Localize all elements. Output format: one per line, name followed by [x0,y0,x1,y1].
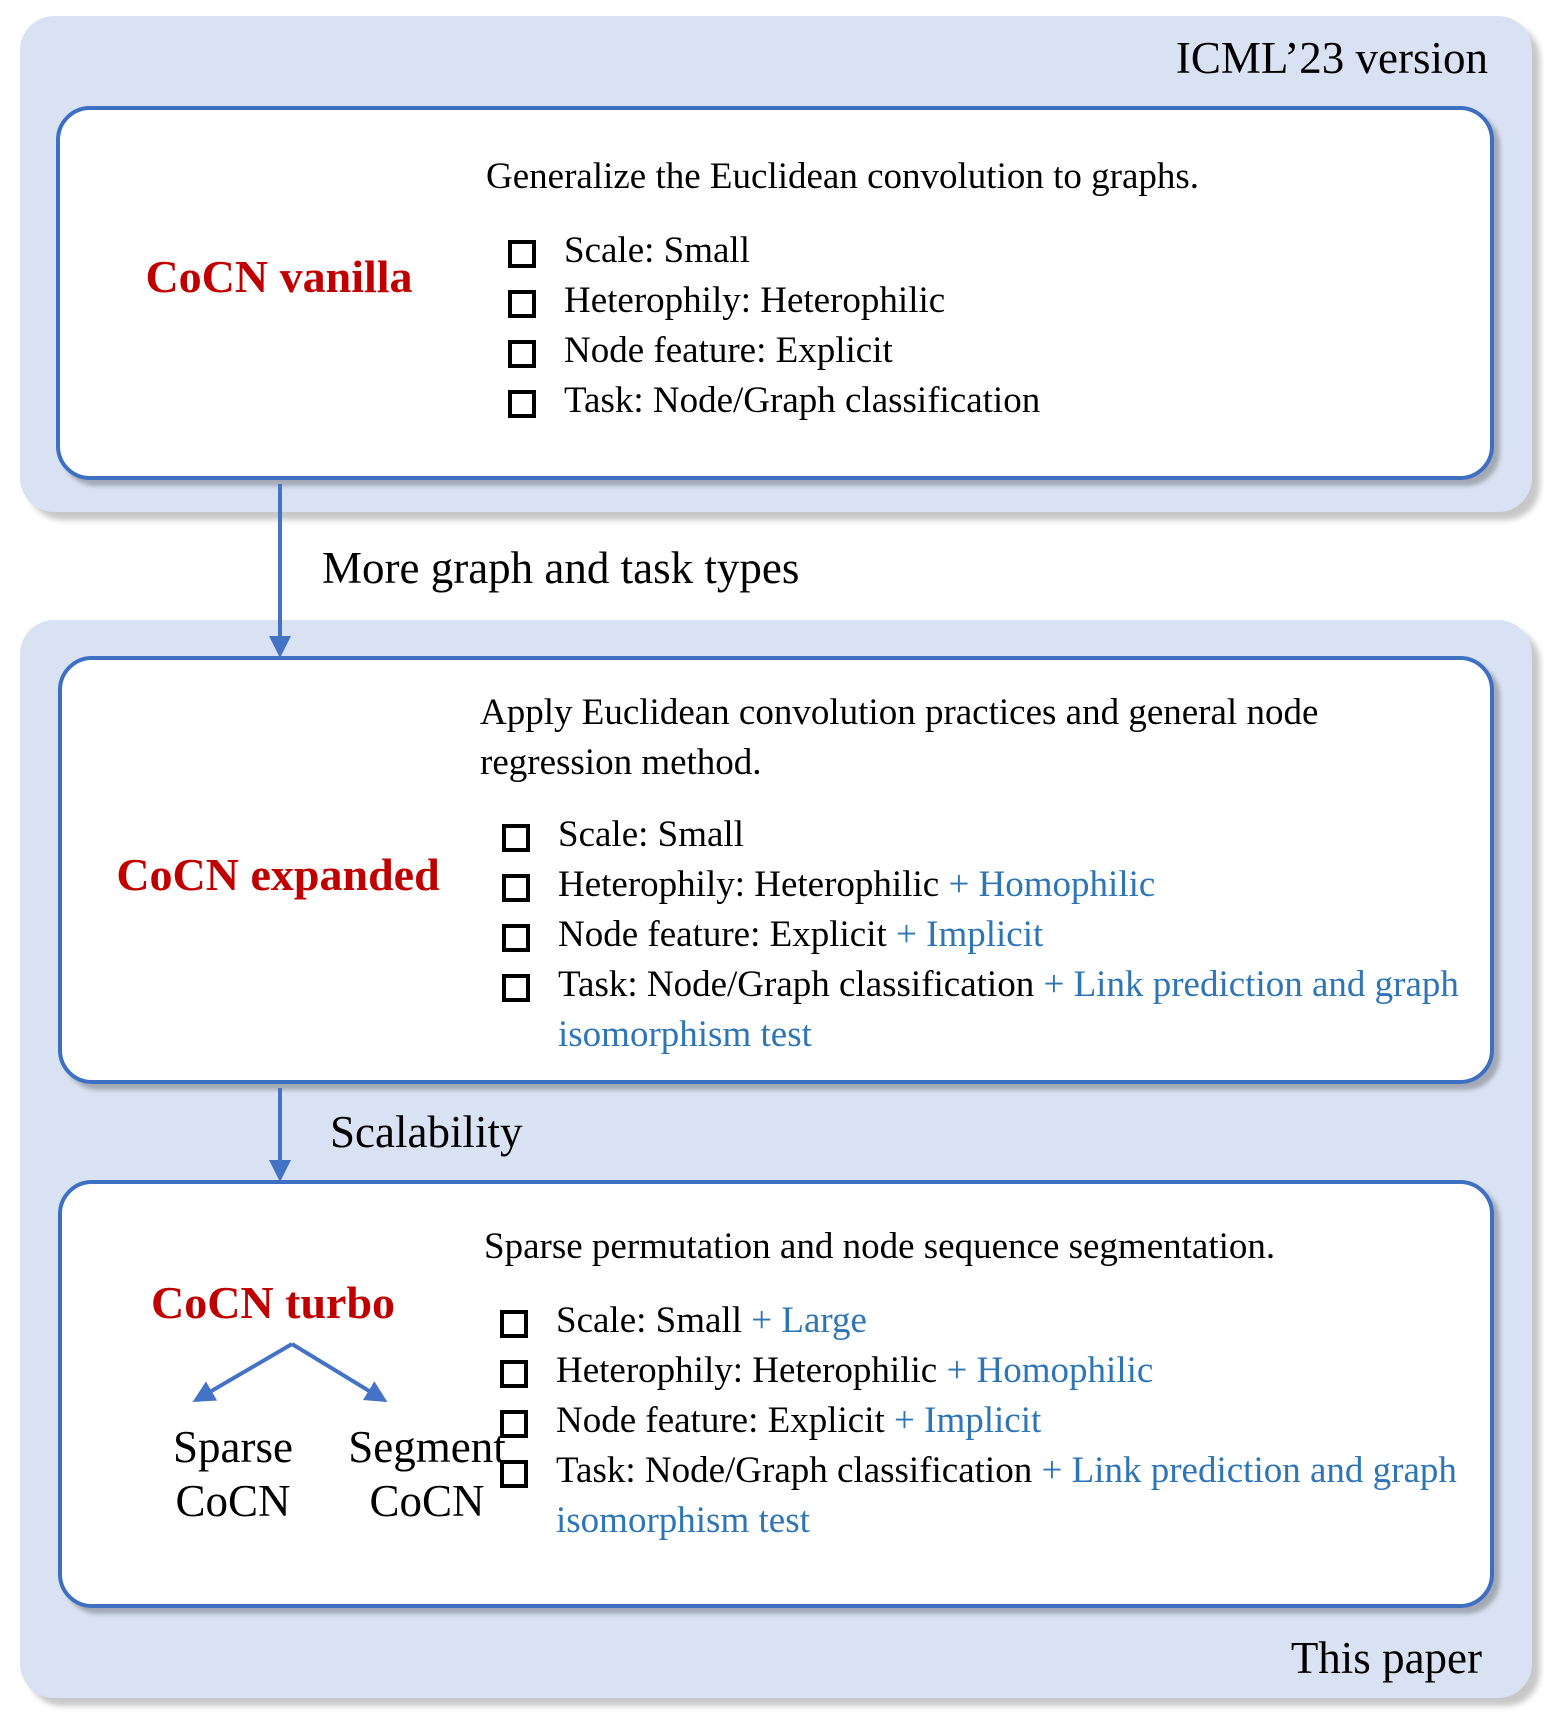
feature-base: Node feature: Explicit [564,330,893,371]
vanilla-feature-task: Task: Node/Graph classification [508,376,1468,426]
segment-cocn-variant: Segment CoCN [322,1420,532,1528]
vanilla-description: Generalize the Euclidean convolution to … [486,156,1200,197]
feature-addition: + Homophilic [948,864,1156,905]
feature-base: Scale: Small [558,814,744,855]
feature-addition: + Link prediction and graph isomorphism … [556,1450,1457,1541]
checkbox-icon [500,1410,528,1438]
variant-line: Sparse [173,1422,293,1472]
arrow-turbo-to-segment [290,1342,388,1403]
feature-base: Node feature: Explicit [556,1400,885,1441]
transition-more-types-label: More graph and task types [322,543,800,593]
cocn-vanilla-card: CoCN vanilla Generalize the Euclidean co… [56,106,1494,480]
checkbox-icon [500,1360,528,1388]
feature-addition: + Homophilic [946,1350,1154,1391]
turbo-feature-task: Task: Node/Graph classification + Link p… [500,1446,1460,1546]
sparse-cocn-variant: Sparse CoCN [128,1420,338,1528]
variant-line: CoCN [369,1476,485,1526]
cocn-turbo-card: CoCN turbo Sparse CoCN Segment CoCN Spar… [58,1180,1494,1608]
turbo-description: Sparse permutation and node sequence seg… [484,1226,1276,1267]
feature-base: Heterophily: Heterophilic [558,864,940,905]
checkbox-icon [508,390,536,418]
checkbox-icon [502,974,530,1002]
feature-base: Heterophily: Heterophilic [564,280,946,321]
transition-scalability-label: Scalability [330,1107,523,1157]
feature-base: Task: Node/Graph classification [558,964,1035,1005]
checkbox-icon [500,1460,528,1488]
turbo-feature-heterophily: Heterophily: Heterophilic + Homophilic [500,1346,1460,1396]
feature-base: Scale: Small [564,230,750,271]
variant-line: Segment [348,1422,506,1472]
feature-base: Task: Node/Graph classification [564,380,1041,421]
feature-addition: + Link prediction and graph isomorphism … [558,964,1459,1055]
expanded-feature-task: Task: Node/Graph classification + Link p… [502,960,1462,1060]
vanilla-feature-heterophily: Heterophily: Heterophilic [508,276,1468,326]
cocn-vanilla-title: CoCN vanilla [145,251,413,302]
arrow-turbo-to-sparse [192,1342,294,1403]
checkbox-icon [502,874,530,902]
feature-addition: + Implicit [896,914,1044,955]
vanilla-feature-scale: Scale: Small [508,226,1468,276]
expanded-description: Apply Euclidean convolution practices an… [480,692,1319,783]
icml-version-label: ICML’23 version [1175,33,1488,83]
variant-line: CoCN [175,1476,291,1526]
this-paper-label: This paper [1290,1633,1482,1683]
turbo-feature-node: Node feature: Explicit + Implicit [500,1396,1460,1446]
checkbox-icon [502,824,530,852]
checkbox-icon [500,1310,528,1338]
checkbox-icon [508,340,536,368]
feature-addition: + Implicit [894,1400,1042,1441]
vanilla-feature-node: Node feature: Explicit [508,326,1468,376]
checkbox-icon [508,290,536,318]
expanded-feature-node: Node feature: Explicit + Implicit [502,910,1462,960]
expanded-feature-list: Scale: Small Heterophily: Heterophilic +… [502,810,1462,1060]
cocn-expanded-title: CoCN expanded [116,849,440,900]
feature-base: Heterophily: Heterophilic [556,1350,938,1391]
feature-base: Scale: Small [556,1300,742,1341]
turbo-feature-list: Scale: Small + Large Heterophily: Hetero… [500,1296,1460,1546]
expanded-feature-heterophily: Heterophily: Heterophilic + Homophilic [502,860,1462,910]
feature-base: Task: Node/Graph classification [556,1450,1033,1491]
cocn-expanded-card: CoCN expanded Apply Euclidean convolutio… [58,656,1494,1084]
cocn-turbo-title: CoCN turbo [150,1277,396,1328]
checkbox-icon [508,240,536,268]
turbo-feature-scale: Scale: Small + Large [500,1296,1460,1346]
expanded-feature-scale: Scale: Small [502,810,1462,860]
vanilla-feature-list: Scale: Small Heterophily: Heterophilic N… [508,226,1468,426]
checkbox-icon [502,924,530,952]
feature-addition: + Large [751,1300,867,1341]
feature-base: Node feature: Explicit [558,914,887,955]
